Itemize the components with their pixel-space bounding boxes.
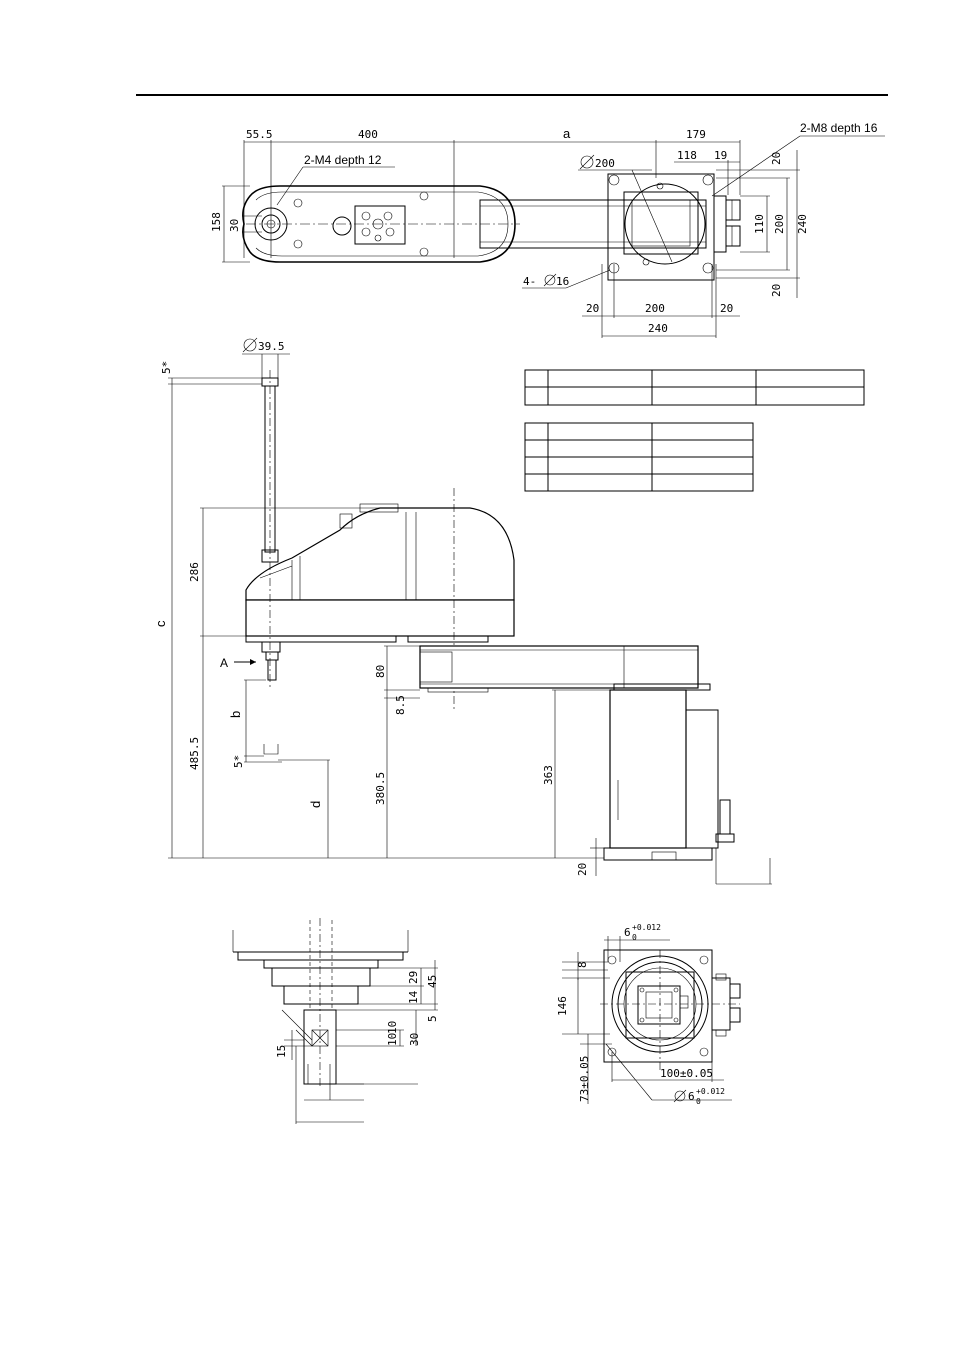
dim-10-b: 10 [386, 1021, 399, 1034]
dim-158: 158 [210, 212, 223, 232]
svg-text:200: 200 [595, 157, 615, 170]
top-view: 55.5 400 a 179 118 19 2-M8 depth 16 2-M4… [210, 121, 885, 338]
dim-a: a [563, 126, 571, 141]
base-foot [603, 847, 713, 861]
tol-top-lower: 0 [632, 933, 637, 942]
dim-118: 118 [677, 149, 697, 162]
tol-bottom-nominal: 6 [688, 1090, 695, 1103]
dim-146: 146 [556, 996, 569, 1016]
dim-20-bottom-left: 20 [586, 302, 599, 315]
tol-top-nominal: 6 [624, 926, 631, 939]
dim-8: 8 [576, 961, 589, 968]
base-bottom-view: 6 +0.012 0 8 146 [556, 923, 741, 1106]
dim-179: 179 [686, 128, 706, 141]
dim-5-top: 5* [160, 361, 173, 374]
dim-45: 45 [426, 975, 439, 988]
second-arm [419, 645, 699, 689]
dim-30: 30 [228, 219, 241, 232]
callout-m4: 2-M4 depth 12 [304, 153, 382, 167]
dim-200-right: 200 [773, 214, 786, 234]
phi-200-callout: 200 [578, 154, 673, 263]
dim-400: 400 [358, 128, 378, 141]
arm-lower-housing [245, 599, 515, 637]
dim-phi-39-5: 39.5 [258, 340, 285, 353]
table-1 [524, 369, 865, 406]
dim-73: 73±0.05 [578, 1056, 591, 1102]
dim-20-bottom-right2: 20 [720, 302, 733, 315]
dim-485-5: 485.5 [188, 737, 201, 770]
dim-8-5: 8.5 [394, 695, 407, 715]
dim-5-mid: 5* [232, 755, 245, 768]
dim-29: 29 [407, 971, 420, 984]
top-beam [479, 199, 707, 249]
callout-phi16: 16 [556, 275, 569, 288]
view-a-label: A [220, 656, 228, 670]
dim-200-bottom: 200 [645, 302, 665, 315]
dim-286: 286 [188, 562, 201, 582]
dim-c: c [153, 620, 168, 627]
dim-380-5: 380.5 [374, 772, 387, 805]
dim-20-base: 20 [576, 863, 589, 876]
joint-circle [254, 207, 288, 241]
dim-5-detail: 5 [426, 1015, 439, 1022]
dim-363: 363 [542, 765, 555, 785]
upper-arm-cover [245, 507, 515, 601]
side-view: 39.5 5* c A [153, 337, 772, 885]
dim-20-bottom-right: 20 [770, 284, 783, 297]
dim-30-detail: 30 [408, 1033, 421, 1046]
dim-110: 110 [753, 214, 766, 234]
dim-b: b [228, 711, 243, 718]
dim-15: 15 [275, 1045, 288, 1058]
connector-plate [354, 205, 406, 245]
dim-80: 80 [374, 665, 387, 678]
tol-bottom-lower: 0 [696, 1097, 701, 1106]
dim-240-bottom: 240 [648, 322, 668, 335]
dim-240-right: 240 [796, 214, 809, 234]
dim-14: 14 [407, 990, 420, 1004]
callout-4-holes: 4- [523, 275, 536, 288]
callout-m8: 2-M8 depth 16 [800, 121, 878, 135]
top-arm-outline [242, 185, 516, 263]
dim-55-5: 55.5 [246, 128, 273, 141]
dim-d: d [308, 801, 323, 808]
tol-top-upper: +0.012 [632, 923, 661, 932]
tol-bottom-upper: +0.012 [696, 1087, 725, 1096]
table-2 [524, 422, 754, 492]
base-column [609, 689, 687, 849]
detail-view-a: 29 14 45 5 10 10 30 15 [232, 918, 439, 1124]
dim-20-top: 20 [770, 152, 783, 165]
dim-10-a: 10 [386, 1033, 399, 1046]
dim-100: 100±0.05 [660, 1067, 713, 1080]
dim-19: 19 [714, 149, 727, 162]
